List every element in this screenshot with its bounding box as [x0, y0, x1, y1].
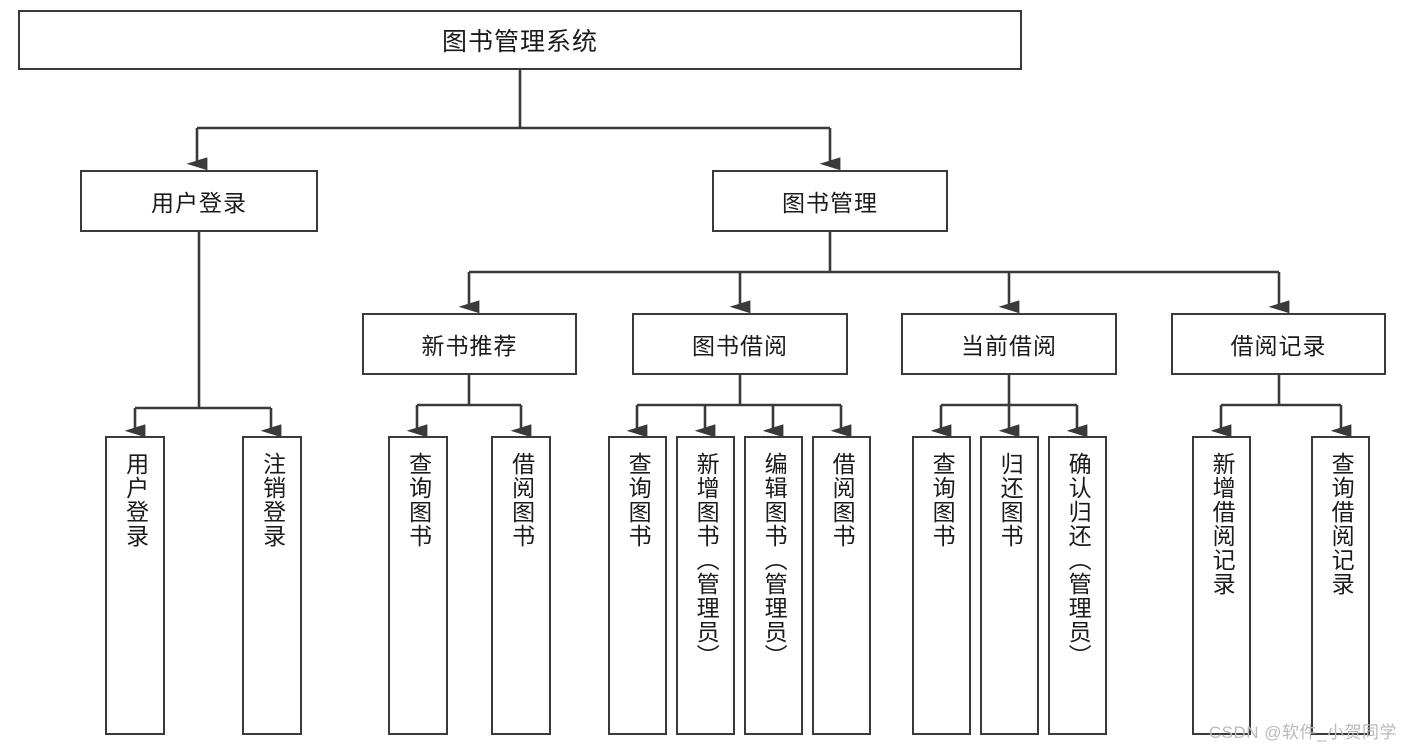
leaf-borrow-query-book[interactable]: 查询图书 [608, 436, 667, 735]
node-label: 编辑图书（管理员） [761, 452, 788, 668]
node-label: 确认归还（管理员） [1065, 452, 1092, 668]
node-label: 图书管理 [782, 190, 878, 216]
leaf-borrow-edit-book[interactable]: 编辑图书（管理员） [744, 436, 803, 735]
leaf-borrow-borrow-book[interactable]: 借阅图书 [812, 436, 871, 735]
node-label: 查询借阅记录 [1328, 452, 1355, 596]
node-label: 图书借阅 [692, 333, 788, 359]
leaf-user-login-login[interactable]: 用户登录 [105, 436, 165, 735]
leaf-current-confirm-return[interactable]: 确认归还（管理员） [1048, 436, 1107, 735]
node-root-system[interactable]: 图书管理系统 [18, 10, 1022, 70]
node-label: 注销登录 [259, 452, 286, 548]
node-label: 用户登录 [122, 452, 149, 548]
node-label: 新增图书（管理员） [693, 452, 720, 668]
node-label: 新书推荐 [421, 333, 518, 359]
node-label: 用户登录 [151, 190, 247, 216]
leaf-recommend-borrow-book[interactable]: 借阅图书 [491, 436, 551, 735]
node-book-borrow[interactable]: 图书借阅 [632, 313, 848, 375]
leaf-current-query-book[interactable]: 查询图书 [912, 436, 971, 735]
leaf-current-return-book[interactable]: 归还图书 [980, 436, 1039, 735]
node-current-borrow[interactable]: 当前借阅 [901, 313, 1117, 375]
leaf-record-add-record[interactable]: 新增借阅记录 [1192, 436, 1251, 735]
node-user-login[interactable]: 用户登录 [80, 170, 318, 232]
node-label: 新增借阅记录 [1209, 452, 1236, 596]
leaf-recommend-query-book[interactable]: 查询图书 [388, 436, 448, 735]
node-label: 归还图书 [997, 452, 1024, 548]
node-borrow-record[interactable]: 借阅记录 [1171, 313, 1386, 375]
leaf-borrow-add-book[interactable]: 新增图书（管理员） [676, 436, 735, 735]
leaf-user-login-logout[interactable]: 注销登录 [242, 436, 302, 735]
node-label: 借阅图书 [508, 452, 535, 548]
node-label: 查询图书 [929, 452, 956, 548]
csdn-watermark: CSDN @软件_小贺同学 [1208, 723, 1397, 742]
node-label: 图书管理系统 [441, 28, 598, 56]
node-label: 借阅图书 [829, 452, 856, 548]
node-label: 当前借阅 [961, 333, 1057, 359]
node-label: 借阅记录 [1230, 333, 1327, 359]
node-new-book-recommend[interactable]: 新书推荐 [362, 313, 577, 375]
leaf-record-query-record[interactable]: 查询借阅记录 [1311, 436, 1370, 735]
node-label: 查询图书 [625, 452, 652, 548]
node-book-management[interactable]: 图书管理 [712, 170, 948, 232]
node-label: 查询图书 [405, 452, 432, 548]
